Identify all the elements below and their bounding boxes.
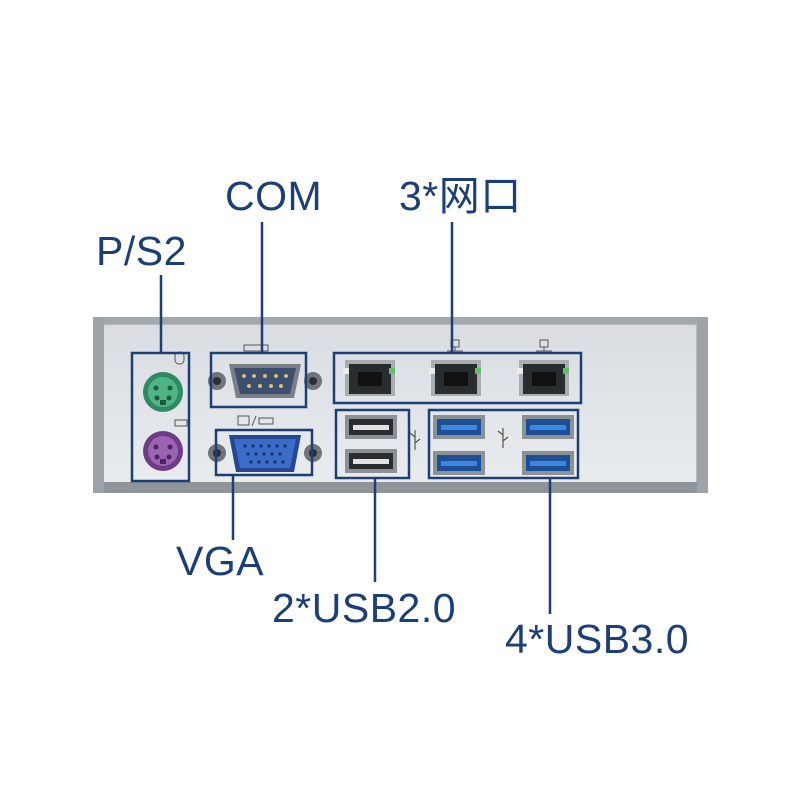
vga-label: VGA xyxy=(176,538,265,584)
usb3-port-1 xyxy=(433,415,485,439)
ps2-keyboard-port xyxy=(143,431,183,471)
com-port xyxy=(208,344,322,398)
vga-port xyxy=(208,435,322,472)
lan-port-2 xyxy=(429,360,481,396)
usb3-port-3 xyxy=(522,415,574,439)
usb2-port-1 xyxy=(345,415,397,439)
usb3-callout-box xyxy=(427,408,580,480)
lan-port-3 xyxy=(517,360,569,396)
callout-boxes xyxy=(130,351,583,483)
usb2-callout-box xyxy=(334,408,411,480)
usb-icon xyxy=(409,428,509,450)
ps2-label: P/S2 xyxy=(96,228,187,274)
usb2-port-2 xyxy=(345,449,397,473)
com-callout-box xyxy=(209,351,308,409)
com-label: COM xyxy=(225,173,323,219)
usb3-port-4 xyxy=(522,451,574,475)
vga-callout-box xyxy=(214,428,314,477)
ps2-mouse-port xyxy=(143,372,183,412)
lan-callout-box xyxy=(332,351,583,405)
lan-port-1 xyxy=(343,360,395,396)
usb2-label: 2*USB2.0 xyxy=(272,585,457,631)
usb3-label: 4*USB3.0 xyxy=(505,616,690,662)
io-shield-plate xyxy=(93,317,708,493)
monitor-icon xyxy=(237,415,274,427)
callout-lines xyxy=(159,222,552,614)
usb3-port-2 xyxy=(433,451,485,475)
lan-label: 3*网口 xyxy=(399,173,522,219)
